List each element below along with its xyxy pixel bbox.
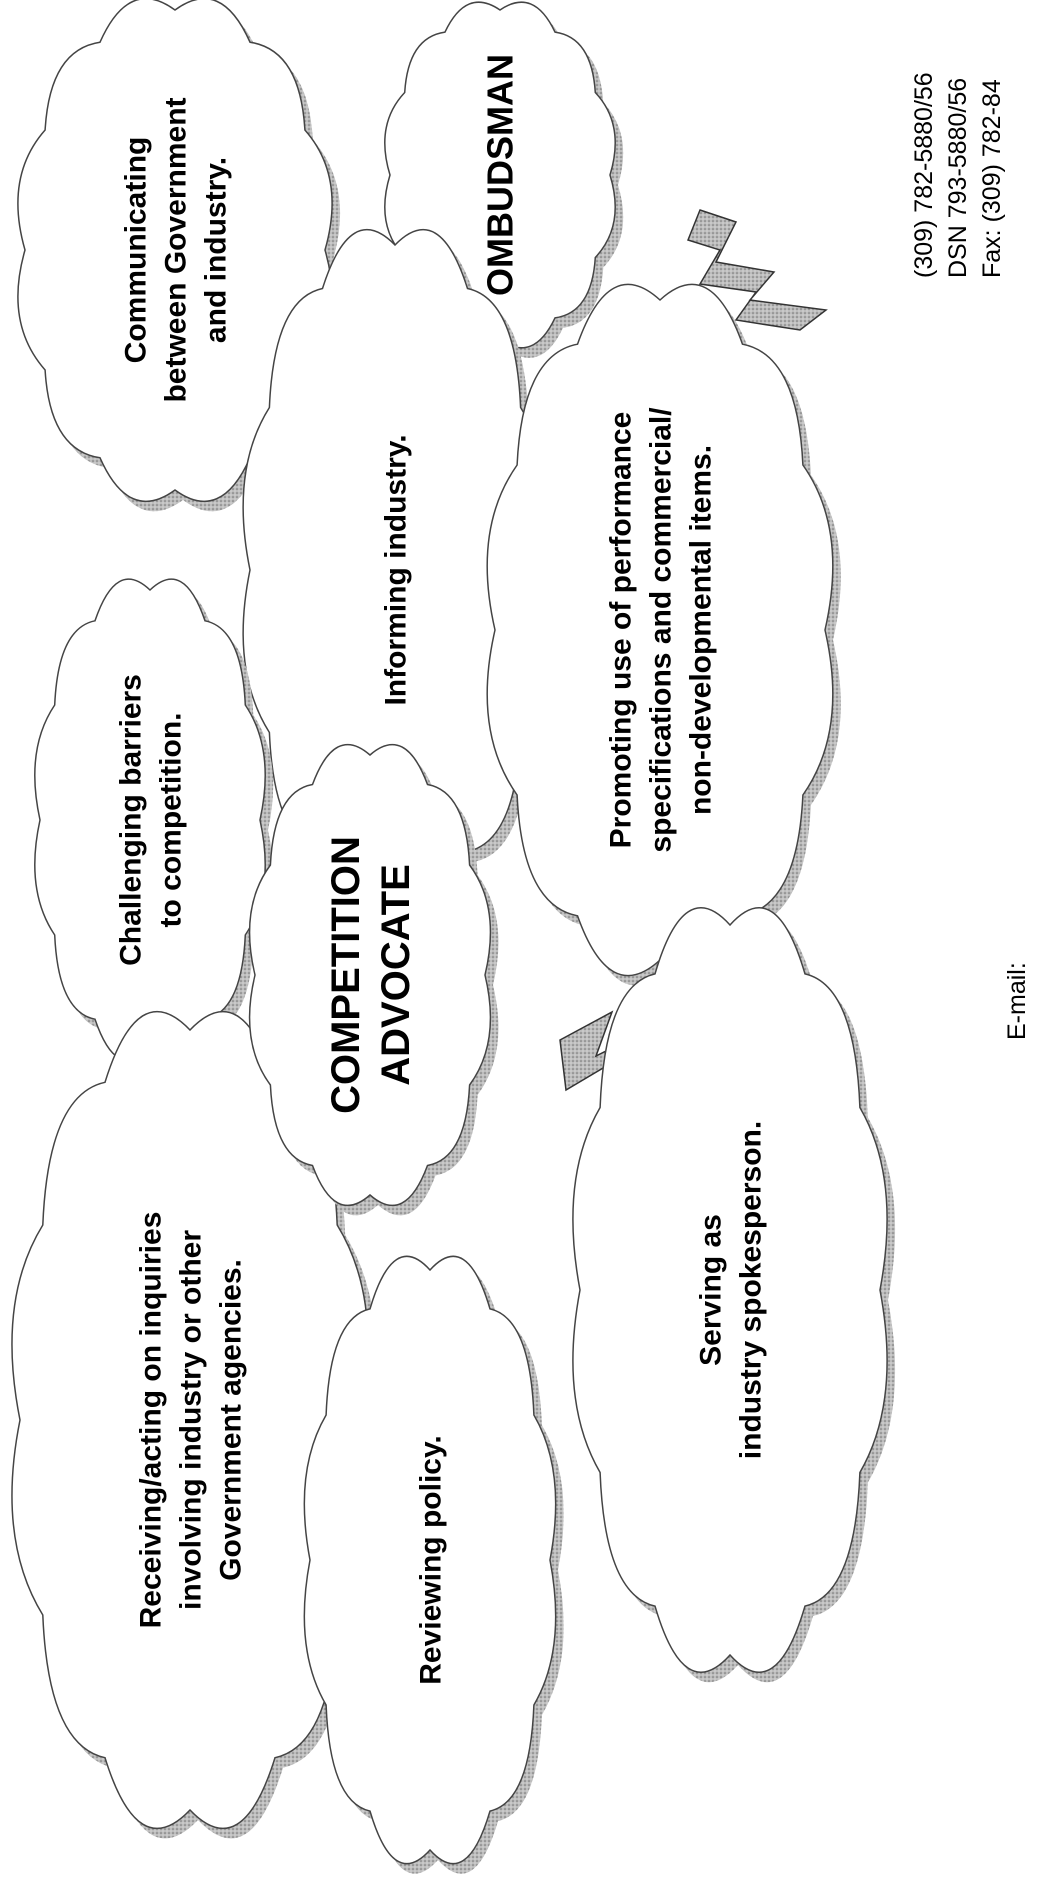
cloud-shape — [572, 907, 888, 1673]
cloud-reviewing: Reviewing policy. — [303, 1255, 564, 1874]
cloud-shape — [34, 578, 266, 1062]
cloud-label-line: Serving as — [695, 1214, 728, 1366]
cloud-label-line: Challenging barriers — [115, 674, 148, 966]
cloud-informing: Informing industry. — [242, 228, 555, 921]
cloud-label-line: Informing industry. — [380, 434, 413, 705]
cloud-label-line: Promoting use of performance — [605, 412, 638, 849]
cloud-label-line: involving industry or other — [175, 1230, 208, 1610]
cloud-label-line: industry spokesperson. — [735, 1121, 768, 1459]
lightning-bolt-icon — [687, 209, 828, 331]
cloud-label: Informing industry. — [380, 434, 413, 705]
cloud-label: OMBUDSMAN — [480, 54, 521, 296]
cloud-shape — [248, 743, 492, 1207]
cloud-label-line: Government agencies. — [215, 1259, 248, 1581]
cloud-label-line: COMPETITION — [324, 836, 368, 1114]
contact-fax: Fax: (309) 782-84 — [978, 79, 1006, 278]
cloud-label-line: and industry. — [200, 157, 233, 343]
cloud-label-line: Reviewing policy. — [415, 1435, 448, 1685]
contact-email: E-mail: — [1003, 962, 1031, 1040]
cloud-label: Reviewing policy. — [415, 1435, 448, 1685]
cloud-label-line: Receiving/acting on inquiries — [135, 1212, 168, 1629]
contact-info: (309) 782-5880/56 DSN 793-5880/56 Fax: (… — [910, 72, 1006, 278]
cloud-label-line: to competition. — [155, 713, 188, 928]
cloud-shape — [303, 1255, 557, 1865]
cloud-label-line: Communicating — [120, 137, 153, 364]
cloud-label-line: ADVOCATE — [374, 864, 418, 1085]
contact-email-label: E-mail: — [1003, 962, 1031, 1040]
cloud-label-line: OMBUDSMAN — [480, 54, 521, 296]
cloud-label-line: specifications and commercial/ — [645, 407, 678, 853]
cloud-label-line: between Government — [160, 97, 193, 402]
contact-phone: (309) 782-5880/56 — [910, 72, 938, 278]
contact-dsn: DSN 793-5880/56 — [944, 78, 972, 278]
cloud-label-line: non-developmental items. — [685, 445, 718, 815]
